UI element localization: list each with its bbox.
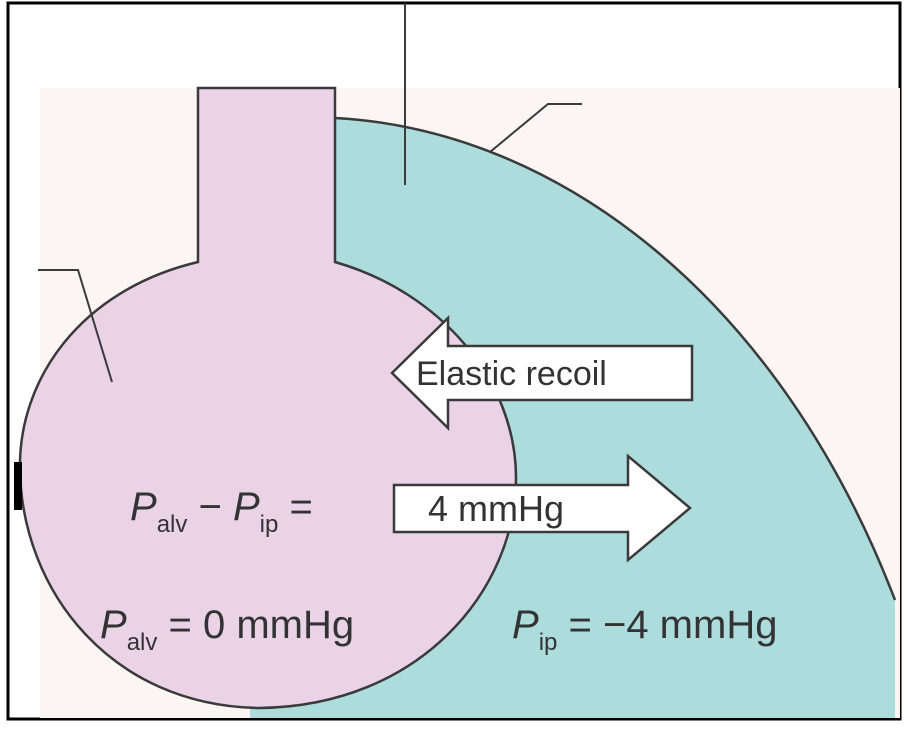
alveolar-pressure-label: Palv = 0 mmHg (100, 603, 354, 656)
intrapleural-pressure-label: Pip = −4 mmHg (512, 603, 777, 656)
leader-line-left (38, 269, 113, 383)
pressure-difference-arrow (392, 453, 692, 563)
edge-mark (14, 462, 22, 510)
leader-line-right (489, 103, 582, 153)
elastic-recoil-label: Elastic recoil (416, 355, 607, 393)
elastic-recoil-arrow (390, 315, 694, 431)
pressure-difference-equation: Palv − Pip = (130, 485, 313, 538)
pleural-boundary-line (334, 116, 897, 601)
pressure-difference-value: 4 mmHg (428, 488, 564, 529)
